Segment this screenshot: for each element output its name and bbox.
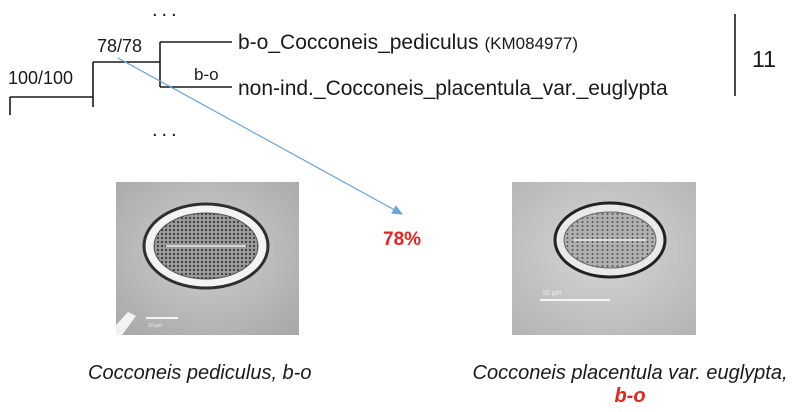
caption-cocconeis-placentula: Cocconeis placentula var. euglypta, b-o	[462, 362, 798, 408]
clade-support-label: 78/78	[97, 36, 142, 56]
scale-bar-label: 10 µm	[148, 323, 162, 329]
micrograph-cocconeis-pediculus: 10 µm	[116, 182, 299, 335]
taxon-1-name: b-o_Cocconeis_pediculus	[238, 31, 479, 54]
scale-bar-label: 10 µm	[542, 290, 562, 297]
micrograph-cocconeis-placentula: 10 µm	[512, 182, 696, 335]
taxon-2-label: non-ind._Cocconeis_placentula_var._eugly…	[238, 77, 668, 100]
taxon-1-accession: (KM084977)	[485, 34, 579, 53]
ellipsis-bottom: ...	[152, 119, 181, 141]
root-support-label: 100/100	[8, 68, 73, 88]
group-number: 11	[752, 46, 776, 72]
caption-text: Cocconeis placentula var. euglypta,	[473, 362, 788, 384]
branch-label: b-o	[194, 65, 219, 84]
ellipsis-top: ...	[152, 0, 181, 21]
taxon-1-label: b-o_Cocconeis_pediculus (KM084977)	[238, 31, 578, 54]
similarity-value: 78%	[383, 229, 421, 251]
caption-cocconeis-pediculus: Cocconeis pediculus, b-o	[88, 362, 311, 385]
caption-highlight: b-o	[462, 385, 798, 408]
